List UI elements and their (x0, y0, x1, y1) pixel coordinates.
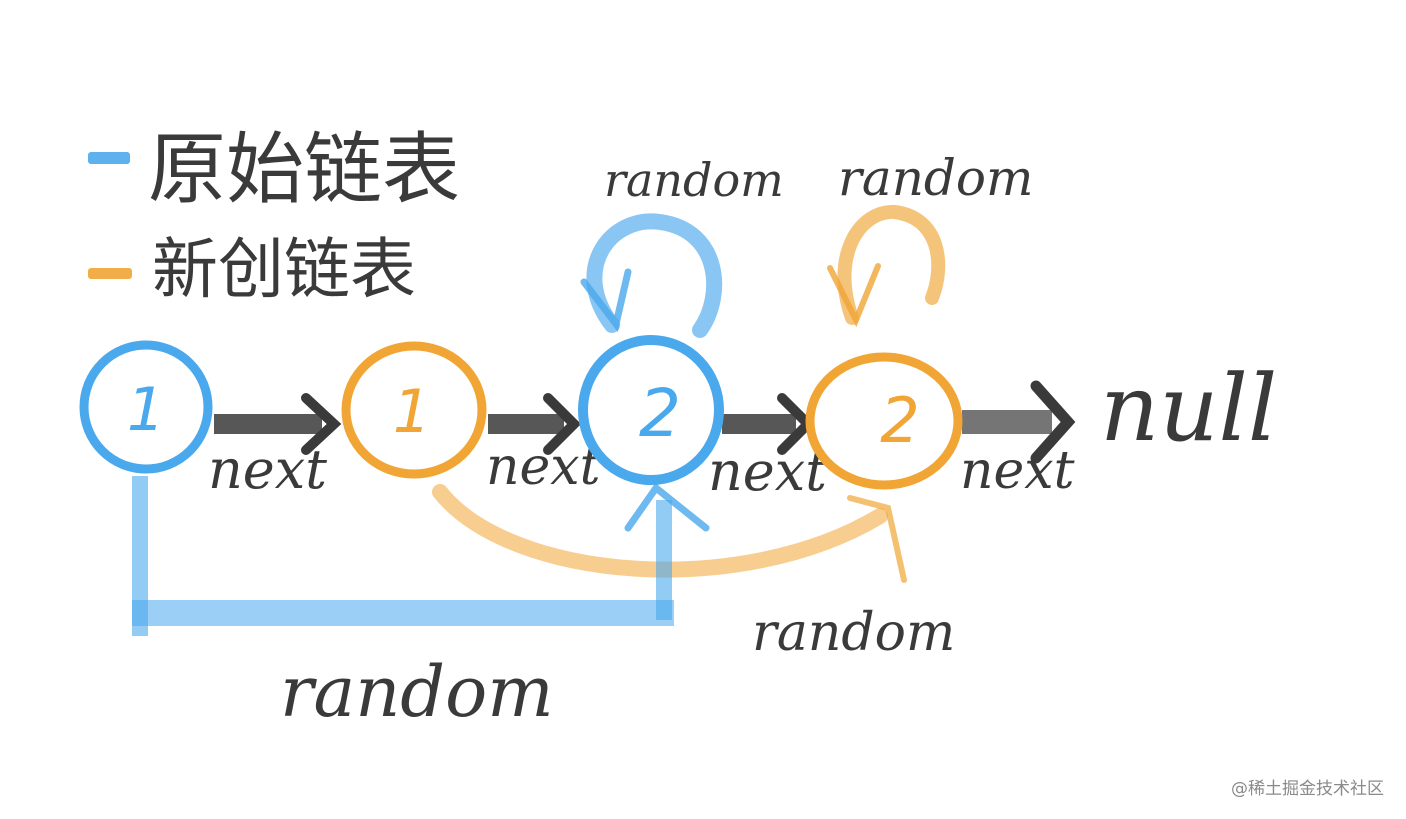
next-arrow-2 (488, 393, 582, 455)
next-arrow-4 (962, 380, 1076, 464)
self-loop-original-2 (580, 213, 723, 338)
legend-created-label: 新创链表 (152, 231, 416, 308)
legend-original-label: 原始链表 (148, 125, 460, 215)
node-original-2: 2 (578, 335, 724, 485)
watermark: @稀土掘金技术社区 (1231, 779, 1384, 799)
next-label-2: next (486, 437, 601, 497)
legend-created-swatch (88, 268, 132, 279)
random-edge-original-1-to-original-2 (132, 476, 710, 636)
random-label-created: random (752, 603, 955, 663)
next-label-3: next (708, 440, 827, 503)
next-arrow-1 (214, 393, 342, 455)
node-original-1: 1 (79, 340, 213, 474)
self-loop-created-random-label: random (838, 149, 1033, 207)
node-created-1: 1 (341, 341, 487, 479)
next-label-4: next (960, 441, 1075, 501)
next-label-1: next (208, 438, 327, 501)
random-edge-created-1-to-created-2 (432, 484, 907, 583)
self-loop-original-random-label: random (604, 153, 784, 207)
self-loop-created-2 (827, 205, 946, 328)
node-value: 1 (127, 375, 165, 445)
node-value: 2 (639, 375, 681, 452)
node-value: 1 (393, 377, 431, 447)
node-created-2: 2 (805, 352, 963, 490)
random-label-original: random (280, 651, 554, 733)
node-value: 2 (880, 384, 919, 457)
null-terminal: null (1100, 355, 1277, 462)
legend-original-swatch (88, 152, 130, 164)
